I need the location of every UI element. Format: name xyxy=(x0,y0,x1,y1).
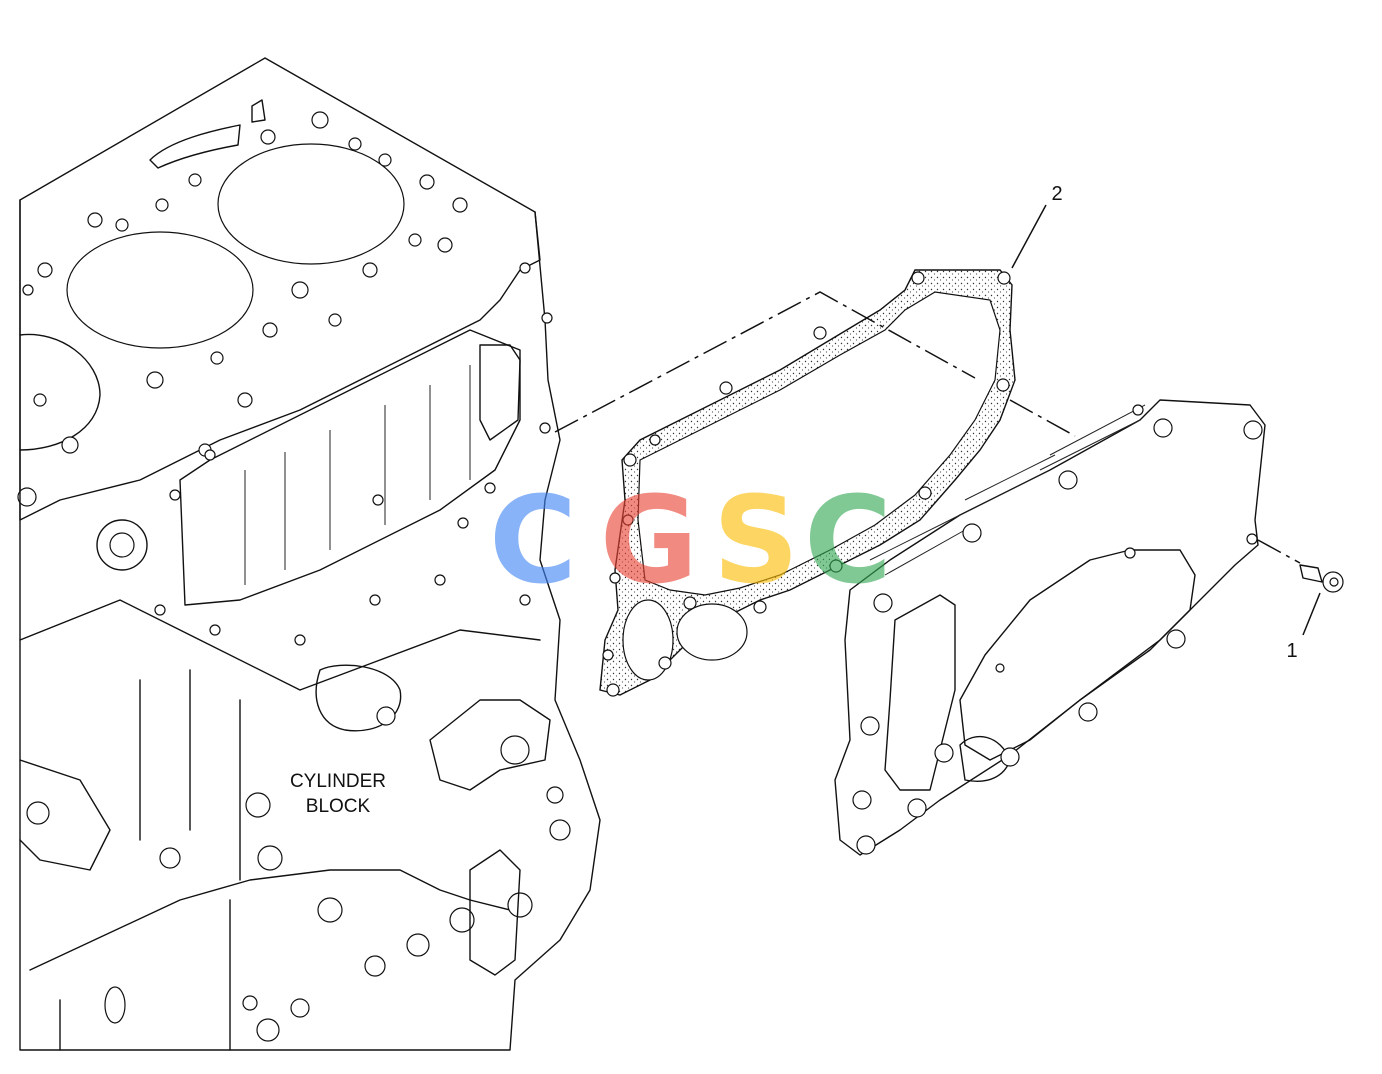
cylinder-block-drawing: CYLINDER BLOCK xyxy=(17,57,601,1051)
cgsc-watermark: C G S C xyxy=(489,472,892,611)
watermark-letter-4: C xyxy=(804,472,892,611)
watermark-letter-2: G xyxy=(600,472,699,611)
cylinder-block-label-line2: BLOCK xyxy=(306,796,371,817)
cylinder-bore-1-icon xyxy=(217,143,405,265)
bolt-part-1-icon xyxy=(1299,564,1323,583)
callout-leaders xyxy=(1011,204,1321,636)
oil-cooler-assembly xyxy=(834,399,1344,856)
oil-cooler-bolts xyxy=(852,404,1263,855)
gasket-part-2 xyxy=(599,269,1016,697)
watermark-letter-1: C xyxy=(489,472,577,611)
block-bolt-holes xyxy=(154,262,553,646)
alignment-lines xyxy=(554,291,1301,564)
callout-1: 1 xyxy=(1286,640,1297,662)
callout-2: 2 xyxy=(1051,183,1062,205)
gasket-bolt-holes xyxy=(602,271,1011,697)
cylinder-block-label-line1: CYLINDER xyxy=(290,771,386,792)
cylinder-bore-2-icon xyxy=(66,231,254,349)
watermark-letter-3: S xyxy=(713,472,799,611)
deck-holes xyxy=(17,111,468,507)
